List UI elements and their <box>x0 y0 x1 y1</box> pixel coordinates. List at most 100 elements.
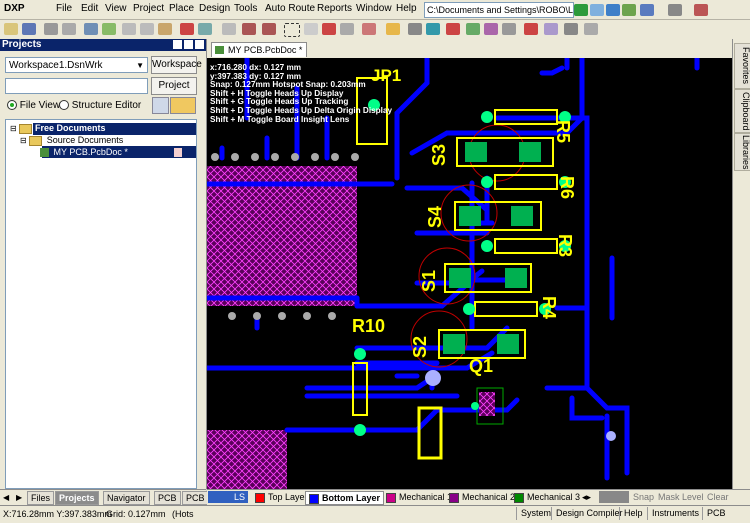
scroll-left-icon[interactable]: ◀ <box>3 493 10 502</box>
dxp-menu[interactable]: DXP <box>4 3 25 14</box>
place-pad-icon[interactable] <box>466 23 480 35</box>
place-fill-icon[interactable] <box>564 23 578 35</box>
project-combo[interactable] <box>5 78 148 94</box>
design-compiler-button[interactable]: Design Compiler <box>551 507 627 520</box>
preview-icon[interactable] <box>62 23 76 35</box>
document-tab[interactable]: MY PCB.PcbDoc * <box>211 42 308 57</box>
menu-reports[interactable]: Reports <box>317 3 353 14</box>
collapse-icon[interactable]: ⊟ <box>20 136 27 145</box>
menu-file[interactable]: File <box>56 3 73 14</box>
pin-icon[interactable] <box>173 40 182 49</box>
tab-pcb-inspector[interactable]: PCB I <box>182 491 209 515</box>
layer-mechanical-2[interactable]: Mechanical 2 <box>446 491 518 503</box>
place-via-icon[interactable] <box>484 23 498 35</box>
forward-icon[interactable] <box>590 4 604 16</box>
project-button[interactable]: Project <box>151 77 197 95</box>
pencil-icon[interactable] <box>386 23 400 35</box>
help-button[interactable]: Help <box>619 507 647 520</box>
menu-tools[interactable]: Tools <box>234 3 258 14</box>
scroll-right-icon[interactable]: ▶ <box>16 493 23 502</box>
back-icon[interactable] <box>574 4 588 16</box>
menu-edit[interactable]: Edit <box>81 3 99 14</box>
hud-shortcut: Shift + D Toggle Heads Up Delta Origin D… <box>210 105 393 115</box>
collapse-icon[interactable]: ⊟ <box>10 124 17 133</box>
refresh-icon[interactable] <box>622 4 636 16</box>
undo-icon[interactable] <box>242 23 256 35</box>
workspace-button[interactable]: Workspace <box>151 56 202 74</box>
place-track-icon[interactable] <box>426 23 440 35</box>
file-view-radio[interactable]: File View <box>7 100 60 111</box>
layer-mechanical-3[interactable]: Mechanical 3 <box>511 491 583 503</box>
clear-filter-icon[interactable] <box>362 23 376 35</box>
layer-set-ls[interactable]: LS <box>208 491 248 503</box>
layer-mechanical-1[interactable]: Mechanical 1 <box>383 491 455 503</box>
pcb-canvas[interactable]: x:716.280 dx: 0.127 mm y:397.383 dy: 0.1… <box>207 58 732 489</box>
menu-help[interactable]: Help <box>396 3 417 14</box>
close-icon[interactable] <box>195 40 204 49</box>
compile-icon[interactable] <box>152 97 169 114</box>
instruments-button[interactable]: Instruments <box>647 507 703 520</box>
pcb-doc-icon <box>40 148 49 158</box>
interactive-route-icon[interactable] <box>408 23 422 35</box>
tab-clipboard[interactable]: Clipboard <box>734 89 750 133</box>
menu-view[interactable]: View <box>105 3 127 14</box>
system-button[interactable]: System <box>516 507 555 520</box>
tab-projects[interactable]: Projects <box>55 491 99 505</box>
options-icon[interactable] <box>170 97 196 114</box>
home-icon[interactable] <box>606 4 620 16</box>
zoom-icon[interactable] <box>84 23 98 35</box>
place-string-icon[interactable] <box>502 23 516 35</box>
cross-probe-icon[interactable] <box>180 23 194 35</box>
menu-design[interactable]: Design <box>199 3 231 14</box>
workspace-combo[interactable]: Workspace1.DsnWrk ▼ <box>5 57 148 73</box>
paste-icon[interactable] <box>158 23 172 35</box>
menu-icon[interactable] <box>184 40 193 49</box>
tree-free-documents-label[interactable]: Free Documents <box>35 123 106 133</box>
menu-place[interactable]: Place <box>169 3 195 14</box>
select-icon[interactable] <box>198 23 212 35</box>
heads-up-display: x:716.280 dx: 0.127 mm y:397.383 dy: 0.1… <box>210 63 410 124</box>
tree-document[interactable]: MY PCB.PcbDoc * <box>40 147 128 158</box>
tab-favorites[interactable]: Favorites <box>734 43 750 89</box>
menu-window[interactable]: Window <box>356 3 392 14</box>
tab-files[interactable]: Files <box>27 491 55 505</box>
open-folder-icon[interactable] <box>4 23 18 35</box>
snap-button[interactable]: Snap <box>633 492 655 502</box>
place-dimension-icon[interactable] <box>584 23 598 35</box>
pen-icon[interactable] <box>640 4 654 16</box>
move-icon[interactable] <box>304 23 318 35</box>
redo-icon[interactable] <box>262 23 276 35</box>
toolbar-icon[interactable] <box>694 4 708 16</box>
layer-scroll[interactable]: ◂▸ <box>582 492 592 502</box>
structure-editor-radio[interactable]: Structure Editor <box>59 100 141 111</box>
copy-icon[interactable] <box>140 23 154 35</box>
place-polygon-icon[interactable] <box>544 23 558 35</box>
align-icon[interactable] <box>340 23 354 35</box>
tab-pcb[interactable]: PCB <box>154 491 181 505</box>
layer-bottom[interactable]: Bottom Layer <box>305 491 385 505</box>
layout-icon[interactable] <box>668 4 682 16</box>
path-combo[interactable]: C:\Documents and Settings\ROBO\Loca <box>424 2 574 18</box>
fit-icon[interactable] <box>102 23 116 35</box>
deselect-icon[interactable] <box>322 23 336 35</box>
place-component-icon[interactable] <box>524 23 538 35</box>
menu-project[interactable]: Project <box>133 3 165 14</box>
layer-scroll-bar[interactable] <box>599 491 629 503</box>
tree-source-documents[interactable]: ⊟ Source Documents <box>20 135 123 146</box>
selection-highlight <box>42 146 196 158</box>
tab-navigator[interactable]: Navigator <box>103 491 150 505</box>
document-tabs: MY PCB.PcbDoc * <box>207 39 732 59</box>
print-icon[interactable] <box>44 23 58 35</box>
mask-level-button[interactable]: Mask Level <box>658 492 704 502</box>
rubber-stamp-icon[interactable] <box>222 23 236 35</box>
save-icon[interactable] <box>22 23 36 35</box>
designator-s4: S4 <box>425 205 445 228</box>
clear-button[interactable]: Clear <box>707 492 729 502</box>
tab-libraries[interactable]: Libraries <box>734 133 750 171</box>
layer-top[interactable]: Top Layer <box>252 491 311 503</box>
select-area-icon[interactable] <box>284 23 300 37</box>
cut-icon[interactable] <box>122 23 136 35</box>
pcb-button[interactable]: PCB <box>702 507 730 520</box>
place-arc-icon[interactable] <box>446 23 460 35</box>
menu-auto-route[interactable]: Auto Route <box>265 3 316 14</box>
